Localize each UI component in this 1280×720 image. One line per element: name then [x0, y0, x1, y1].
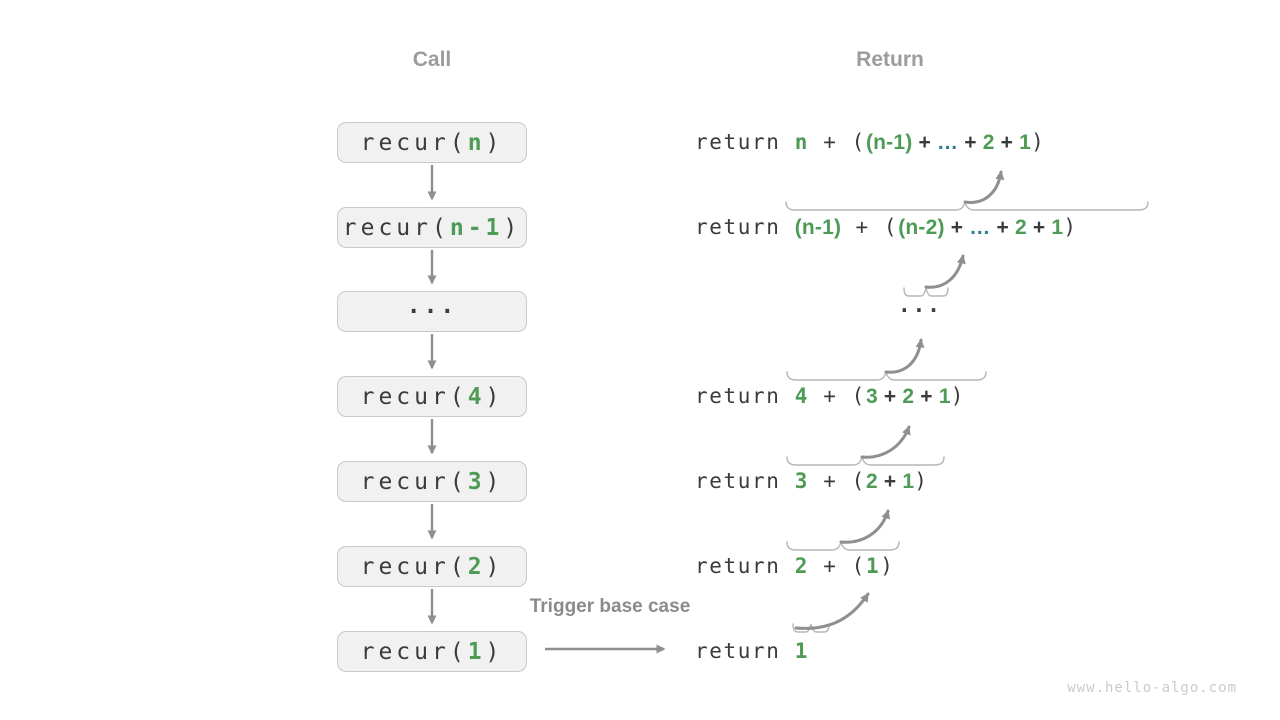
return-column-heading: Return	[856, 48, 924, 71]
return-lift-arrow-icon	[963, 170, 1005, 204]
return-expr-segment: + (	[808, 469, 866, 493]
box-label: recur(	[360, 383, 468, 410]
box-arg: n-1	[449, 214, 504, 241]
return-expr-segment: +	[877, 385, 903, 408]
box-label: )	[485, 383, 504, 410]
return-expr-segment: 2	[1014, 216, 1027, 239]
return-expr-segment: 2	[794, 554, 809, 578]
return-expr-segment: …	[936, 131, 959, 154]
return-expr-segment: ...	[898, 293, 942, 317]
box-label: )	[503, 214, 522, 241]
return-expr-segment: 2	[865, 470, 878, 493]
box-arg: 2	[467, 553, 486, 580]
return-expr-segment: )	[880, 554, 895, 578]
return-lift-arrow-icon	[884, 338, 925, 374]
return-expr-segment: return	[695, 384, 795, 408]
call-box-ellipsis: ...	[337, 291, 527, 332]
box-arg: 3	[467, 468, 486, 495]
return-expr-segment: n	[794, 130, 809, 154]
call-box-recur-n-1: recur(n-1)	[337, 207, 527, 248]
return-line-n-1: return (n-1) + ((n-2) + … + 2 + 1)	[695, 212, 1078, 242]
return-expr-segment: 1	[902, 470, 915, 493]
return-expr-segment: (n-1)	[794, 216, 842, 239]
box-arg: 4	[467, 383, 486, 410]
return-expr-segment: +	[912, 131, 937, 154]
box-label: )	[485, 468, 504, 495]
box-label: recur(	[360, 468, 468, 495]
return-expr-segment: 1	[865, 554, 881, 578]
box-arg: n	[467, 129, 486, 156]
return-lift-arrow-icon	[794, 592, 870, 630]
return-expr-segment: +	[944, 216, 970, 239]
return-lift-arrow-icon	[924, 254, 966, 289]
return-expr-segment: 1	[1019, 131, 1032, 154]
return-line-1: return 1	[695, 636, 809, 666]
return-expr-segment: 2	[982, 131, 995, 154]
return-expr-segment: )	[950, 384, 965, 408]
overbrace	[786, 371, 987, 381]
call-box-recur-2: recur(2)	[337, 546, 527, 587]
return-expr-segment: …	[969, 216, 991, 239]
return-expr-segment: +	[994, 131, 1020, 154]
box-label: )	[485, 638, 504, 665]
return-line-4: return 4 + (3 + 2 + 1)	[695, 381, 965, 411]
return-expr-segment: + (	[808, 130, 866, 154]
overbrace	[785, 201, 1149, 211]
call-box-recur-4: recur(4)	[337, 376, 527, 417]
return-expr-segment: +	[958, 131, 983, 154]
return-expr-segment: return	[695, 554, 795, 578]
box-label: )	[485, 129, 504, 156]
return-expr-segment: 4	[794, 384, 809, 408]
call-box-recur-3: recur(3)	[337, 461, 527, 502]
return-expr-segment: +	[990, 216, 1015, 239]
return-expr-segment: 3	[794, 469, 809, 493]
box-label: recur(	[360, 129, 468, 156]
return-expr-segment: 3	[865, 385, 878, 408]
overbrace	[786, 456, 945, 466]
return-expr-segment: (n-2)	[898, 216, 945, 239]
return-expr-segment: +	[877, 470, 903, 493]
overbrace-small	[792, 623, 830, 633]
return-lift-arrow-icon	[839, 509, 891, 544]
box-label: )	[485, 553, 504, 580]
box-arg: 1	[467, 638, 486, 665]
trigger-base-case-label: Trigger base case	[529, 596, 691, 617]
call-box-recur-n: recur(n)	[337, 122, 527, 163]
return-lift-arrow-icon	[860, 425, 911, 459]
return-expr-segment: return	[695, 639, 795, 663]
box-label: recur(	[360, 638, 468, 665]
return-expr-segment: + (	[808, 384, 866, 408]
box-label: recur(	[360, 553, 468, 580]
return-expr-segment: )	[1063, 215, 1078, 239]
return-line-ellipsis: ...	[898, 293, 942, 326]
return-expr-segment: 1	[1051, 216, 1064, 239]
return-expr-segment: )	[914, 469, 929, 493]
return-expr-segment: + (	[841, 215, 899, 239]
call-column-heading: Call	[412, 48, 452, 71]
return-expr-segment: return	[695, 130, 795, 154]
return-expr-segment: return	[695, 215, 795, 239]
return-line-n: return n + ((n-1) + … + 2 + 1)	[695, 127, 1045, 157]
call-box-recur-1: recur(1)	[337, 631, 527, 672]
return-expr-segment: return	[695, 469, 795, 493]
return-expr-segment: (n-1)	[865, 131, 913, 154]
overbrace	[786, 541, 900, 551]
box-label: recur(	[342, 214, 450, 241]
return-line-2: return 2 + (1)	[695, 551, 894, 581]
box-ellipsis: ...	[406, 292, 458, 319]
return-expr-segment: )	[1031, 130, 1046, 154]
return-expr-segment: 2	[902, 385, 915, 408]
return-expr-segment: 1	[794, 639, 809, 663]
return-expr-segment: +	[914, 385, 939, 408]
return-expr-segment: + (	[808, 554, 866, 578]
watermark: www.hello-algo.com	[1067, 680, 1237, 696]
return-expr-segment: 1	[938, 385, 951, 408]
return-expr-segment: +	[1026, 216, 1052, 239]
return-line-3: return 3 + (2 + 1)	[695, 466, 929, 496]
